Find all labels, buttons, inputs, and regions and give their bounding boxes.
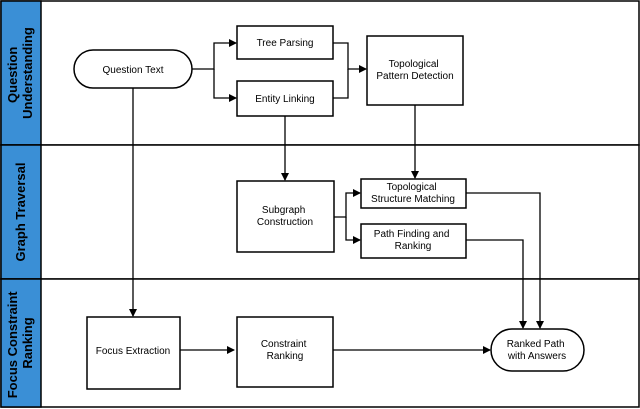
node-label-line: Construction: [257, 217, 313, 228]
svg-text:Subgraph Construction: Subgraph Construction: [257, 205, 313, 228]
node-label-line: Path Finding and: [374, 229, 450, 240]
edge-structure-matching-to-ranked-path: [466, 192, 544, 329]
node-question-text: Question Text: [73, 49, 193, 89]
svg-text:Focus Extraction: Focus Extraction: [96, 346, 170, 357]
lane-title-graph-traversal: Graph Traversal: [13, 163, 28, 262]
lane-title-line: Graph Traversal: [13, 163, 28, 262]
node-label-line: with Answers: [507, 351, 566, 362]
lane-header-question-understanding: [0, 0, 42, 146]
node-label-line: Subgraph: [262, 205, 305, 216]
lane-header-graph-traversal: [0, 144, 42, 280]
svg-text:Ranked Path with Answers: Ranked Path with Answers: [507, 339, 568, 362]
connectors: [129, 39, 544, 354]
edge-question-to-tree-parsing: [192, 39, 237, 70]
node-label-line: Ranking: [267, 351, 304, 362]
lane-title-line: Ranking: [20, 317, 35, 368]
node-label-line: Question Text: [103, 65, 164, 76]
node-label-line: Topological: [387, 182, 437, 193]
node-label-line: Ranked Path: [507, 339, 565, 350]
svg-text:Topological Structure Ma: Topological Structure Matching: [371, 182, 455, 205]
svg-text:Constraint Ranking: Constraint Ranking: [261, 339, 309, 362]
node-label-line: Constraint: [261, 339, 307, 350]
edge-question-to-entity-linking: [213, 69, 237, 102]
svg-text:Topological Pattern Dete: Topological Pattern Detection: [376, 59, 453, 82]
edge-entity-linking-to-pattern-detection: [333, 69, 349, 99]
node-label-line: Focus Extraction: [96, 346, 170, 357]
lane-title-line: Focus Constraint: [5, 291, 20, 399]
lane-header-focus-constraint-ranking: [0, 278, 42, 408]
lane-title-line: Question: [5, 47, 20, 103]
lane-title-question-understanding: Question Understanding: [5, 27, 35, 119]
node-focus-extraction: Focus Extraction: [86, 316, 181, 390]
svg-text:Tree Parsing: Tree Parsing: [257, 38, 314, 49]
svg-text:Path Finding and Ranking: Path Finding and Ranking: [374, 229, 452, 252]
node-ranked-path-with-answers: Ranked Path with Answers: [490, 328, 585, 372]
lane-title-line: Understanding: [20, 27, 35, 119]
node-entity-linking: Entity Linking: [236, 80, 334, 117]
node-label-line: Structure Matching: [371, 194, 455, 205]
node-tree-parsing: Tree Parsing: [236, 25, 334, 60]
node-label-line: Topological: [389, 59, 439, 70]
node-topological-pattern-detection: Topological Pattern Detection: [366, 35, 464, 106]
node-path-finding-and-ranking: Path Finding and Ranking: [360, 223, 467, 259]
node-subgraph-construction: Subgraph Construction: [236, 180, 335, 253]
edge-subgraph-to-structure-matching: [334, 189, 361, 218]
node-constraint-ranking: Constraint Ranking: [236, 316, 334, 388]
svg-text:Question Text: Question Text: [103, 65, 164, 76]
edge-path-finding-to-ranked-path: [466, 239, 527, 329]
edge-subgraph-to-path-finding: [345, 217, 361, 244]
node-label-line: Ranking: [395, 241, 432, 252]
edge-tree-parsing-to-pattern-detection: [333, 42, 367, 73]
node-label-line: Pattern Detection: [376, 71, 453, 82]
node-topological-structure-matching: Topological Structure Matching: [360, 178, 467, 209]
node-label-line: Entity Linking: [255, 94, 314, 105]
lane-title-focus-constraint-ranking: Focus Constraint Ranking: [5, 288, 35, 399]
node-label-line: Tree Parsing: [257, 38, 314, 49]
svg-text:Entity Linking: Entity Linking: [255, 94, 314, 105]
